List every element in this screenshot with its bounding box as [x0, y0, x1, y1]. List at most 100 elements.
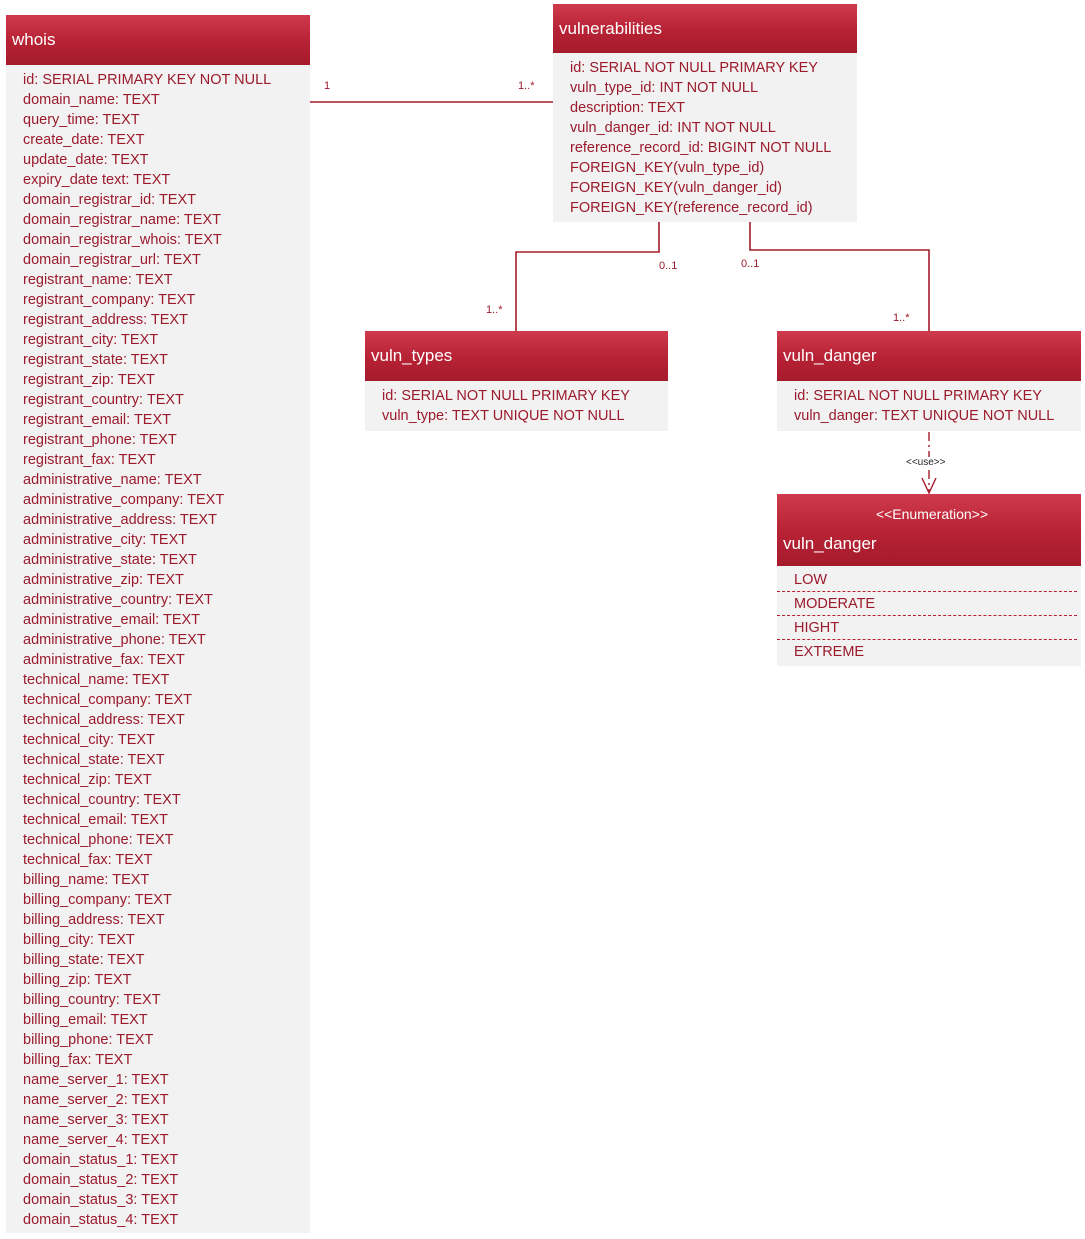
enum-literal: LOW: [777, 568, 1077, 592]
entity-vuln-danger-attributes: id: SERIAL NOT NULL PRIMARY KEY vuln_dang…: [777, 381, 1081, 426]
attribute-row: registrant_zip: TEXT: [23, 372, 155, 388]
entity-whois-attributes: id: SERIAL PRIMARY KEY NOT NULL domain_na…: [6, 65, 310, 1230]
attribute-row: billing_zip: TEXT: [23, 972, 132, 988]
attribute-row: billing_phone: TEXT: [23, 1032, 154, 1048]
attribute-row: name_server_2: TEXT: [23, 1092, 169, 1108]
attribute-row: technical_name: TEXT: [23, 672, 170, 688]
attribute-row: id: SERIAL PRIMARY KEY NOT NULL: [23, 72, 272, 88]
attribute-row: domain_registrar_whois: TEXT: [23, 232, 222, 248]
entity-vuln-danger-header: vuln_danger: [777, 331, 1081, 381]
attribute-row: billing_state: TEXT: [23, 952, 145, 968]
attribute-row: update_date: TEXT: [23, 152, 149, 168]
attribute-row: id: SERIAL NOT NULL PRIMARY KEY: [570, 60, 818, 76]
entity-vuln-danger[interactable]: vuln_danger id: SERIAL NOT NULL PRIMARY …: [777, 331, 1081, 431]
attribute-row: technical_zip: TEXT: [23, 772, 152, 788]
attribute-row: technical_city: TEXT: [23, 732, 155, 748]
attribute-row: vuln_danger: TEXT UNIQUE NOT NULL: [794, 408, 1055, 424]
attribute-row: domain_name: TEXT: [23, 92, 160, 108]
attribute-row: administrative_name: TEXT: [23, 472, 202, 488]
entity-vuln-danger-title: vuln_danger: [783, 346, 877, 365]
attribute-row: billing_country: TEXT: [23, 992, 161, 1008]
mult-vulnerabilities-target: 1..*: [518, 80, 535, 92]
attribute-row: technical_email: TEXT: [23, 812, 168, 828]
attribute-row: billing_name: TEXT: [23, 872, 150, 888]
attribute-row: reference_record_id: BIGINT NOT NULL: [570, 140, 832, 156]
enumeration-vuln-danger-header: <<Enumeration>> vuln_danger: [777, 494, 1081, 566]
attribute-row: registrant_country: TEXT: [23, 392, 184, 408]
enum-literal: HIGHT: [777, 616, 1077, 640]
entity-vulnerabilities-attributes: id: SERIAL NOT NULL PRIMARY KEY vuln_type…: [553, 53, 857, 218]
attribute-row: administrative_company: TEXT: [23, 492, 225, 508]
attribute-row: domain_status_4: TEXT: [23, 1212, 179, 1228]
attribute-row: technical_phone: TEXT: [23, 832, 174, 848]
attribute-row: domain_status_1: TEXT: [23, 1152, 179, 1168]
attribute-row: description: TEXT: [570, 100, 685, 116]
attribute-row: registrant_fax: TEXT: [23, 452, 156, 468]
association-vulnerabilities-vuln-types: [515, 222, 660, 331]
attribute-row: administrative_city: TEXT: [23, 532, 188, 548]
attribute-row: registrant_address: TEXT: [23, 312, 188, 328]
use-dependency-arrowhead: [921, 477, 937, 495]
entity-whois-header: whois: [6, 15, 310, 65]
attribute-row: technical_state: TEXT: [23, 752, 165, 768]
entity-vuln-types-header: vuln_types: [365, 331, 668, 381]
attribute-row: vuln_type_id: INT NOT NULL: [570, 80, 759, 96]
attribute-row: technical_company: TEXT: [23, 692, 192, 708]
entity-vuln-types-title: vuln_types: [371, 346, 453, 365]
attribute-row: registrant_name: TEXT: [23, 272, 173, 288]
attribute-row: technical_address: TEXT: [23, 712, 185, 728]
attribute-row: administrative_country: TEXT: [23, 592, 213, 608]
attribute-row: technical_country: TEXT: [23, 792, 181, 808]
mult-vuln-danger-source: 0..1: [741, 258, 760, 270]
attribute-row: create_date: TEXT: [23, 132, 145, 148]
attribute-row: billing_company: TEXT: [23, 892, 172, 908]
attribute-row: billing_email: TEXT: [23, 1012, 148, 1028]
enumeration-vuln-danger-title: vuln_danger: [783, 534, 877, 553]
attribute-row: billing_city: TEXT: [23, 932, 135, 948]
attribute-row: domain_status_2: TEXT: [23, 1172, 179, 1188]
attribute-row: registrant_email: TEXT: [23, 412, 172, 428]
attribute-row: administrative_address: TEXT: [23, 512, 217, 528]
attribute-row: name_server_1: TEXT: [23, 1072, 169, 1088]
attribute-row: name_server_3: TEXT: [23, 1112, 169, 1128]
attribute-row: domain_status_3: TEXT: [23, 1192, 179, 1208]
attribute-row: administrative_state: TEXT: [23, 552, 197, 568]
enum-literal: EXTREME: [794, 644, 865, 660]
enumeration-stereotype: <<Enumeration>>: [875, 506, 989, 522]
entity-vuln-types[interactable]: vuln_types id: SERIAL NOT NULL PRIMARY K…: [365, 331, 668, 431]
attribute-row: FOREIGN_KEY(vuln_type_id): [570, 160, 765, 176]
attribute-row: registrant_company: TEXT: [23, 292, 196, 308]
entity-whois[interactable]: whois id: SERIAL PRIMARY KEY NOT NULL dom…: [6, 15, 310, 1233]
attribute-row: technical_fax: TEXT: [23, 852, 153, 868]
attribute-row: billing_address: TEXT: [23, 912, 165, 928]
attribute-row: expiry_date text: TEXT: [23, 172, 171, 188]
attribute-row: name_server_4: TEXT: [23, 1132, 169, 1148]
attribute-row: administrative_fax: TEXT: [23, 652, 185, 668]
entity-vulnerabilities[interactable]: vulnerabilities id: SERIAL NOT NULL PRIM…: [553, 4, 857, 222]
attribute-row: administrative_zip: TEXT: [23, 572, 184, 588]
entity-vulnerabilities-header: vulnerabilities: [553, 4, 857, 53]
attribute-row: id: SERIAL NOT NULL PRIMARY KEY: [794, 388, 1042, 404]
attribute-row: domain_registrar_url: TEXT: [23, 252, 201, 268]
mult-whois-source: 1: [324, 80, 331, 92]
attribute-row: billing_fax: TEXT: [23, 1052, 133, 1068]
attribute-row: domain_registrar_name: TEXT: [23, 212, 221, 228]
mult-vuln-types-target: 1..*: [486, 304, 503, 316]
mult-vuln-types-source: 0..1: [659, 260, 678, 272]
attribute-row: registrant_city: TEXT: [23, 332, 159, 348]
attribute-row: registrant_state: TEXT: [23, 352, 168, 368]
attribute-row: registrant_phone: TEXT: [23, 432, 177, 448]
enum-literal: MODERATE: [777, 592, 1077, 616]
attribute-row: administrative_email: TEXT: [23, 612, 201, 628]
attribute-row: vuln_danger_id: INT NOT NULL: [570, 120, 776, 136]
entity-vulnerabilities-title: vulnerabilities: [559, 18, 662, 38]
entity-whois-title: whois: [12, 30, 56, 49]
attribute-row: id: SERIAL NOT NULL PRIMARY KEY: [382, 388, 630, 404]
mult-vuln-danger-target: 1..*: [893, 312, 910, 324]
attribute-row: FOREIGN_KEY(reference_record_id): [570, 200, 813, 216]
attribute-row: administrative_phone: TEXT: [23, 632, 206, 648]
